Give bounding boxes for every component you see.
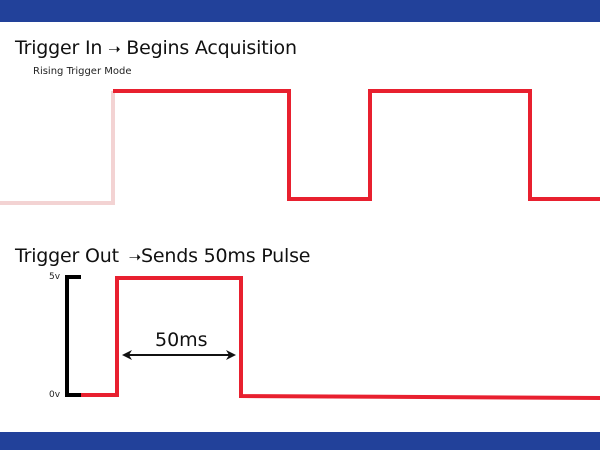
bottom-banner <box>0 432 600 450</box>
trigger-out-title: Trigger Out ➝Sends 50ms Pulse <box>15 245 310 267</box>
trigger-in-title-suffix: Begins Acquisition <box>126 37 297 59</box>
y-high-label: 5v <box>49 272 61 282</box>
arrow-right-icon: ➝ <box>108 40 121 58</box>
trigger-out-title-suffix: Sends 50ms Pulse <box>141 245 311 267</box>
trigger-in-title-text: Trigger In <box>15 37 103 59</box>
top-banner <box>0 0 600 22</box>
trigger-in-faded-segment <box>0 91 115 205</box>
trigger-in-waveform <box>113 89 600 201</box>
trigger-out-waveform <box>81 276 600 400</box>
trigger-out-title-text: Trigger Out <box>15 245 119 267</box>
arrow-right-icon: ➝ <box>128 248 142 266</box>
voltage-bracket <box>65 275 81 397</box>
trigger-mode-subtitle: Rising Trigger Mode <box>33 66 132 77</box>
trigger-in-title: Trigger In ➝ Begins Acquisition <box>15 37 297 59</box>
y-low-label: 0v <box>49 390 61 400</box>
duration-label: 50ms <box>155 329 208 351</box>
